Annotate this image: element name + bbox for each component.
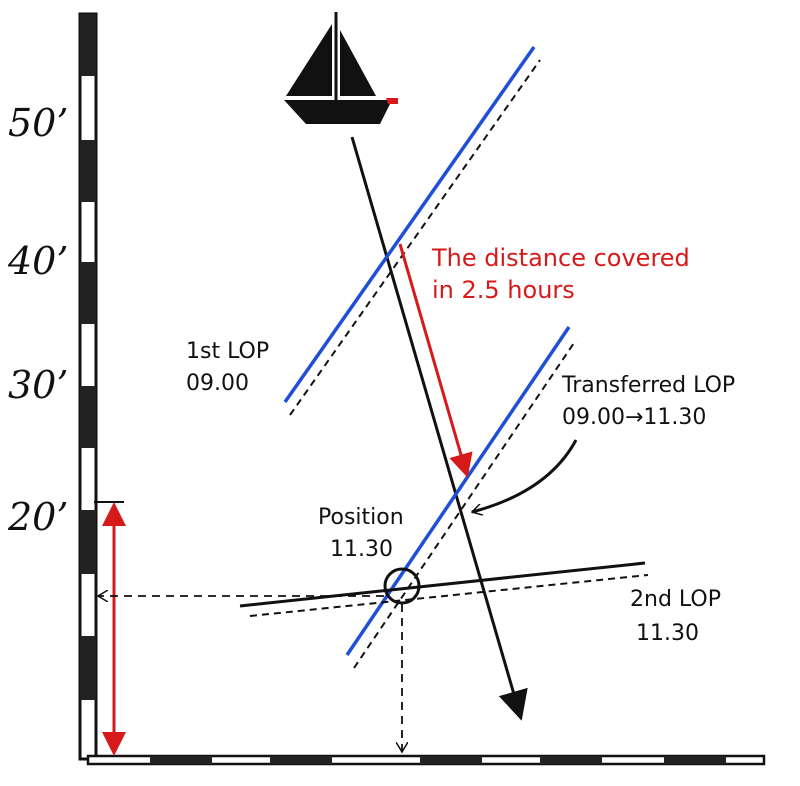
second-lop-label: 2nd LOP: [630, 587, 721, 612]
distance-covered-label-line2: in 2.5 hours: [432, 276, 575, 304]
course-line: [350, 136, 528, 721]
first-lop-label: 1st LOP: [186, 339, 269, 364]
transferred-lop-label: Transferred LOP: [561, 373, 735, 398]
distance-covered-arrow: [398, 243, 473, 478]
sailboat-icon: [284, 12, 398, 124]
second-lop-line: [239, 561, 649, 617]
distance-measure-arrow: [94, 501, 126, 756]
latitude-scale-bar: [78, 12, 98, 761]
longitude-scale-bar: [86, 754, 766, 766]
distance-covered-label-line1: The distance covered: [431, 244, 690, 272]
scale-label-50: 50’: [8, 101, 68, 145]
second-lop-time: 11.30: [636, 621, 699, 646]
first-lop-time: 09.00: [186, 371, 249, 396]
transferred-lop-pointer: [472, 439, 578, 512]
position-time: 11.30: [330, 537, 393, 562]
transferred-lop-time: 09.00→11.30: [562, 405, 706, 430]
scale-label-40: 40’: [7, 239, 68, 283]
scale-label-30: 30’: [8, 363, 68, 407]
transferred-lop-line: [345, 326, 577, 669]
position-label: Position: [318, 505, 404, 530]
position-circle-icon: [383, 567, 421, 605]
first-lop-line: [283, 45, 541, 416]
scale-label-20: 20’: [7, 495, 68, 539]
